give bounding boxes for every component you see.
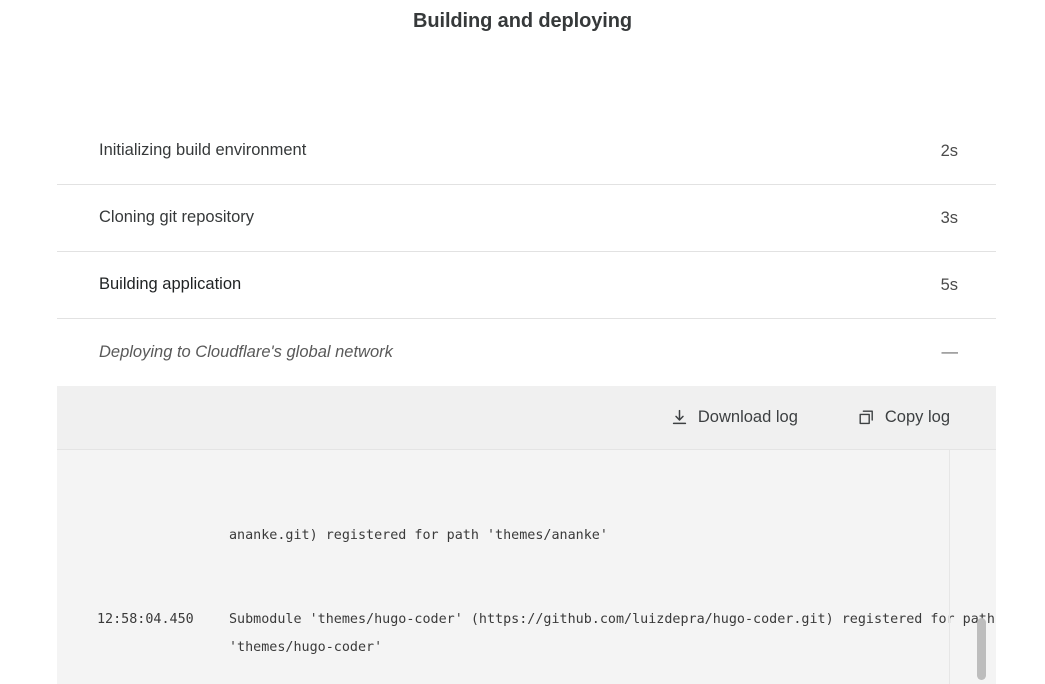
log-scrollbar[interactable] (977, 450, 986, 684)
step-duration: 3s (940, 208, 958, 227)
log-panel-divider (949, 450, 950, 684)
step-status-icon-wrap (57, 278, 99, 293)
download-log-button[interactable]: Download log (669, 404, 800, 431)
log-toolbar: Download log Copy log (57, 386, 996, 450)
log-line: 12:58:04.450 Submodule 'themes/hugo-code… (57, 606, 996, 662)
step-row[interactable]: Deploying to Cloudflare's global network… (57, 319, 996, 386)
copy-log-button[interactable]: Copy log (856, 404, 952, 431)
download-log-label: Download log (697, 408, 798, 426)
build-log-panel: Download log Copy log ananke.git) regist… (57, 386, 996, 684)
log-message: ananke.git) registered for path 'themes/… (229, 528, 608, 543)
step-duration: 5s (940, 275, 958, 294)
log-line: ananke.git) registered for path 'themes/… (57, 522, 996, 550)
page-title: Building and deploying (413, 10, 632, 32)
step-label: Cloning git repository (99, 208, 254, 227)
step-label: Initializing build environment (99, 141, 307, 160)
log-timestamp: 12:58:04.450 (97, 612, 194, 627)
step-duration: — (941, 343, 959, 361)
step-row[interactable]: Cloning git repository 3s (57, 185, 996, 252)
log-output[interactable]: ananke.git) registered for path 'themes/… (57, 450, 996, 684)
copy-icon (859, 410, 873, 425)
log-lines: ananke.git) registered for path 'themes/… (57, 450, 996, 684)
log-message: Submodule 'themes/hugo-coder' (https://g… (229, 612, 995, 655)
step-row[interactable]: Initializing build environment 2s (57, 118, 996, 185)
build-steps-list: Initializing build environment 2s Clonin… (57, 118, 996, 386)
step-label: Deploying to Cloudflare's global network (99, 342, 393, 361)
copy-log-label: Copy log (884, 408, 950, 426)
step-status-icon-wrap (57, 143, 99, 160)
log-scrollbar-thumb[interactable] (977, 618, 986, 680)
download-icon (672, 409, 687, 425)
step-status-icon-wrap (57, 210, 99, 227)
step-duration: 2s (940, 141, 958, 160)
step-row[interactable]: Building application 5s (57, 252, 996, 319)
step-label: Building application (99, 275, 242, 294)
